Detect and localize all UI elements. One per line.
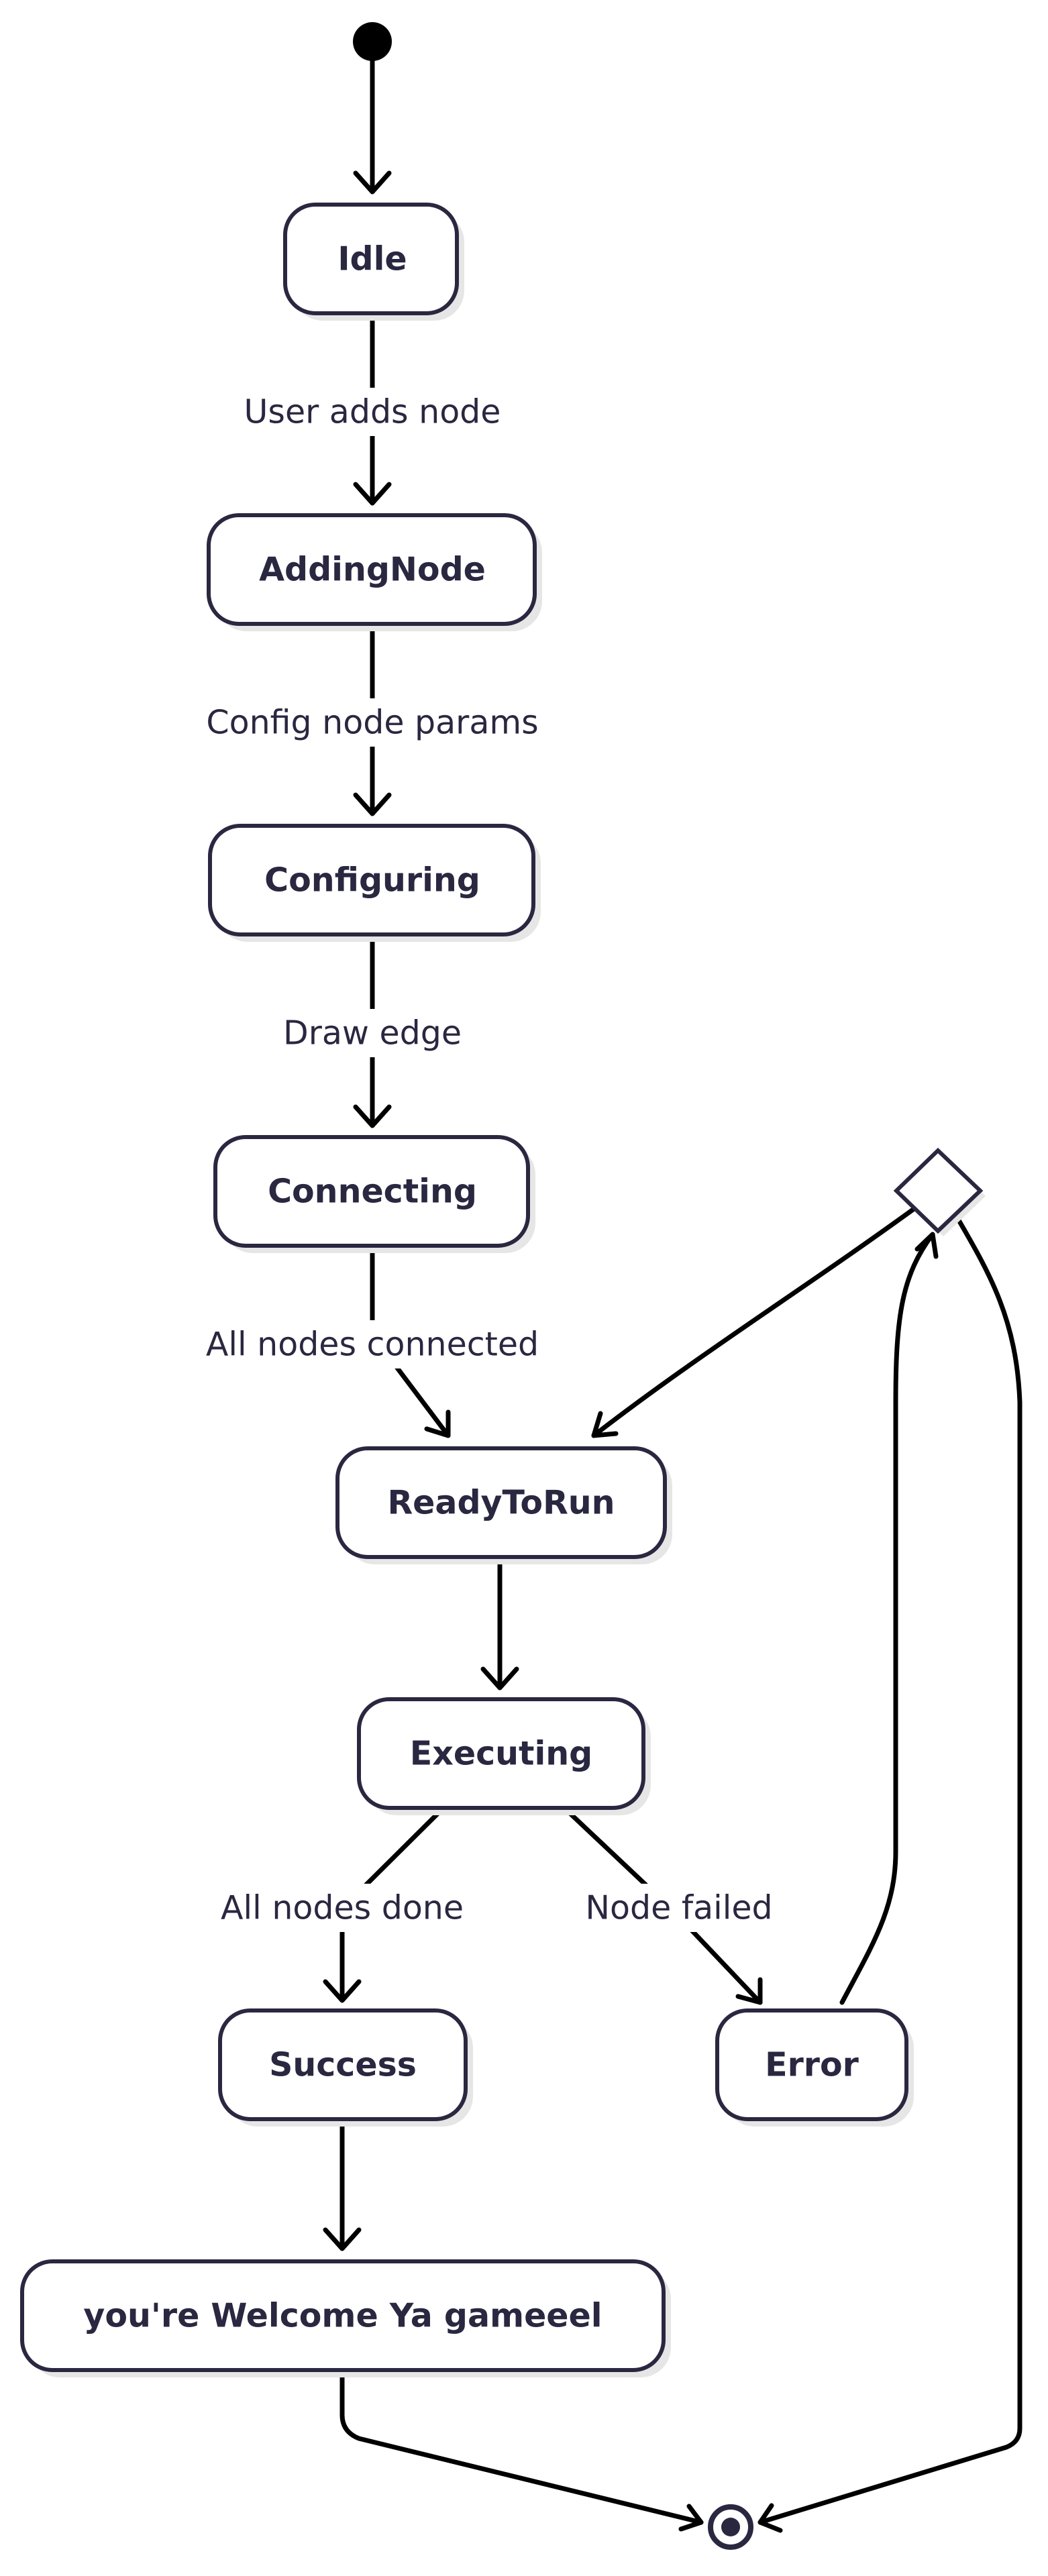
transition-text: User adds node bbox=[244, 393, 501, 431]
arrowhead bbox=[353, 170, 392, 195]
state-welcome: you're Welcome Ya gameeel bbox=[20, 2259, 671, 2377]
transition-label-draw-edge: Draw edge bbox=[265, 1009, 480, 1057]
transition-label-all-nodes-connected: All nodes connected bbox=[171, 1320, 574, 1368]
edge-choice-to-readytorun bbox=[591, 1205, 919, 1438]
state-idle: Idle bbox=[283, 203, 464, 321]
transition-label-node-failed: Node failed bbox=[565, 1884, 793, 1932]
arrowhead bbox=[735, 1977, 763, 2005]
state-success: Success bbox=[218, 2008, 473, 2127]
state-executing: Executing bbox=[357, 1697, 651, 1815]
arrowhead bbox=[353, 792, 392, 816]
transition-text: Node failed bbox=[585, 1889, 772, 1927]
label-background bbox=[565, 1884, 793, 1932]
state-box bbox=[208, 824, 535, 936]
label-background bbox=[195, 1884, 490, 1932]
state-box bbox=[357, 1697, 645, 1810]
transition-text: Draw edge bbox=[283, 1014, 462, 1053]
state-label: Executing bbox=[410, 1735, 592, 1773]
state-box bbox=[715, 2008, 908, 2121]
state-label: Connecting bbox=[268, 1173, 477, 1211]
state-label: Idle bbox=[337, 240, 407, 278]
state-error: Error bbox=[715, 2008, 914, 2127]
state-box bbox=[207, 513, 537, 626]
arrowhead bbox=[353, 482, 392, 506]
states: Idle AddingNode Configuring Connecting R… bbox=[20, 203, 914, 2377]
label-background bbox=[265, 1009, 480, 1057]
state-configuring: Configuring bbox=[208, 824, 541, 942]
state-label: ReadyToRun bbox=[387, 1484, 615, 1522]
state-label: AddingNode bbox=[259, 551, 486, 589]
choice-node bbox=[893, 1147, 986, 1236]
transition-text: All nodes connected bbox=[206, 1326, 539, 1364]
state-box bbox=[20, 2259, 666, 2372]
state-label: Success bbox=[269, 2046, 417, 2084]
transition-text: All nodes done bbox=[221, 1889, 464, 1927]
state-label: Configuring bbox=[264, 861, 480, 900]
arrowhead bbox=[757, 2503, 783, 2533]
transition-label-config-node-params: Config node params bbox=[176, 698, 569, 747]
label-background bbox=[171, 1320, 574, 1368]
choice-diamond-icon bbox=[893, 1147, 984, 1234]
arrowhead bbox=[424, 1409, 451, 1438]
transition-text: Config node params bbox=[206, 704, 538, 742]
state-label: you're Welcome Ya gameeel bbox=[83, 2297, 602, 2335]
arrowhead bbox=[591, 1411, 619, 1438]
state-addingnode: AddingNode bbox=[207, 513, 542, 631]
arrowhead bbox=[678, 2504, 704, 2532]
state-box bbox=[218, 2008, 468, 2121]
state-box bbox=[213, 1135, 530, 1248]
edge-labels: User adds node Config node params Draw e… bbox=[171, 388, 793, 1932]
arrowhead bbox=[353, 1104, 392, 1128]
final-state-icon bbox=[708, 2504, 753, 2550]
arrowhead bbox=[480, 1666, 519, 1690]
edge-choice-to-end bbox=[757, 1205, 1023, 2525]
edge-error-to-choice bbox=[839, 1232, 935, 2005]
edge-welcome-to-end bbox=[339, 2359, 704, 2525]
arrowhead bbox=[323, 2227, 362, 2251]
arrowhead bbox=[914, 1232, 939, 1259]
transition-label-all-nodes-done: All nodes done bbox=[195, 1884, 490, 1932]
initial-state-icon bbox=[353, 22, 392, 61]
label-background bbox=[218, 388, 527, 436]
transition-label-user-adds-node: User adds node bbox=[218, 388, 527, 436]
edges bbox=[323, 44, 1023, 2533]
state-connecting: Connecting bbox=[213, 1135, 535, 1253]
state-box bbox=[335, 1446, 667, 1559]
arrowhead bbox=[323, 1979, 362, 2003]
state-box bbox=[283, 203, 459, 315]
label-background bbox=[176, 698, 569, 747]
state-label: Error bbox=[765, 2046, 859, 2084]
state-readytorun: ReadyToRun bbox=[335, 1446, 672, 1564]
pseudo-states bbox=[353, 22, 986, 2550]
